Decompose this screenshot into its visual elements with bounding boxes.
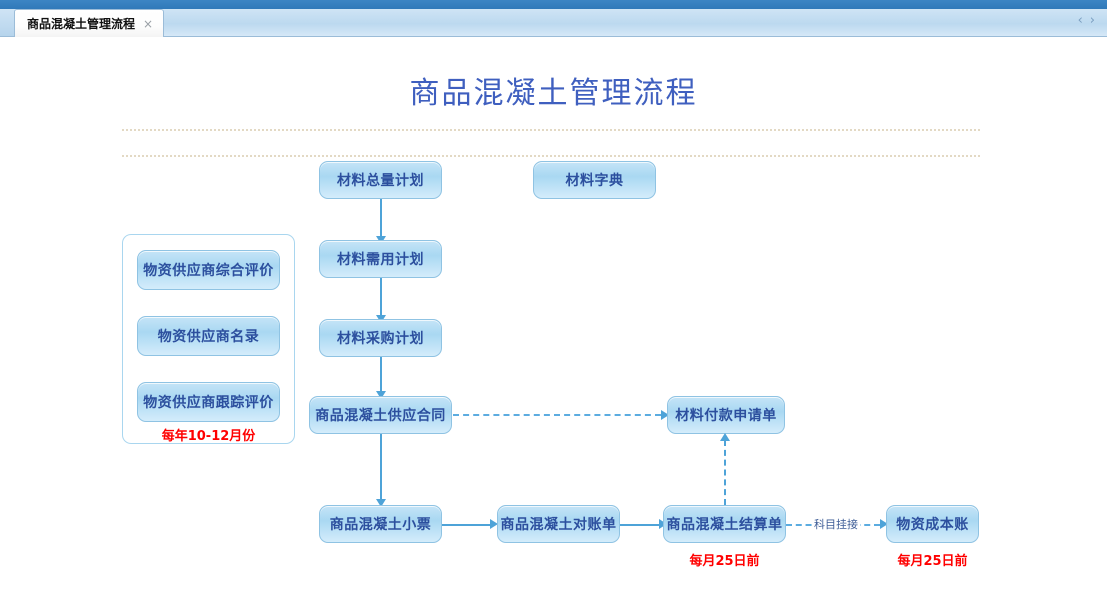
tab-strip-left-edge xyxy=(0,9,14,36)
node-label: 商品混凝土对账单 xyxy=(500,517,617,533)
diagram-canvas: 商品混凝土管理流程 物资供应商综合评价 物资供应商名录 物资供应商跟踪评价 每年… xyxy=(0,38,1107,595)
connector-reconciliation-to-settlement xyxy=(620,524,661,526)
tab-strip xyxy=(0,9,1107,37)
arrow-head-up xyxy=(720,433,730,441)
node-concrete-reconciliation[interactable]: 商品混凝土对账单 xyxy=(497,505,620,543)
connector-purchase-to-contract xyxy=(380,357,382,398)
node-label: 物资供应商跟踪评价 xyxy=(143,395,274,411)
node-concrete-settlement[interactable]: 商品混凝土结算单 xyxy=(663,505,786,543)
node-label: 材料字典 xyxy=(565,173,624,189)
node-supplier-directory[interactable]: 物资供应商名录 xyxy=(137,316,280,356)
tab-concrete-management-process[interactable]: 商品混凝土管理流程 × xyxy=(14,9,165,37)
node-material-total-plan[interactable]: 材料总量计划 xyxy=(319,161,442,199)
node-material-cost-ledger[interactable]: 物资成本账 xyxy=(886,505,979,543)
tab-label: 商品混凝土管理流程 xyxy=(27,16,136,31)
browser-chrome: 商品混凝土管理流程 × ‹ › xyxy=(0,0,1107,38)
arrow-head-down xyxy=(376,499,386,507)
note-settlement: 每月25日前 xyxy=(689,554,760,569)
arrow-head-down xyxy=(376,391,386,399)
node-label: 商品混凝土结算单 xyxy=(666,517,783,533)
connector-settlement-to-payment xyxy=(724,440,726,505)
connector-demand-to-purchase xyxy=(380,278,382,323)
connector-total-to-demand xyxy=(380,199,382,244)
tab-nav-arrows: ‹ › xyxy=(1078,14,1095,27)
node-label: 商品混凝土供应合同 xyxy=(315,408,446,424)
node-material-purchase-plan[interactable]: 材料采购计划 xyxy=(319,319,442,357)
connector-ticket-to-reconciliation xyxy=(442,524,490,526)
note-supplier-panel: 每年10-12月份 xyxy=(161,429,256,444)
node-supplier-overall-eval[interactable]: 物资供应商综合评价 xyxy=(137,250,280,290)
node-label: 商品混凝土小票 xyxy=(329,517,432,533)
connector-contract-to-payment xyxy=(453,414,661,416)
node-material-dictionary[interactable]: 材料字典 xyxy=(533,161,656,199)
arrow-head-right xyxy=(661,410,669,420)
chevron-left-icon[interactable]: ‹ xyxy=(1077,13,1083,28)
node-material-payment-request[interactable]: 材料付款申请单 xyxy=(667,396,785,434)
edge-label-account-link: 科目挂接 xyxy=(812,516,860,532)
node-label: 物资成本账 xyxy=(896,517,969,533)
node-label: 材料需用计划 xyxy=(337,252,424,268)
node-concrete-ticket[interactable]: 商品混凝土小票 xyxy=(319,505,442,543)
arrow-head-right xyxy=(490,519,498,529)
note-cost-ledger: 每月25日前 xyxy=(897,554,968,569)
window-title-bar xyxy=(0,0,1107,9)
arrow-head-right xyxy=(880,519,888,529)
node-supplier-tracking-eval[interactable]: 物资供应商跟踪评价 xyxy=(137,382,280,422)
chevron-right-icon[interactable]: › xyxy=(1089,13,1095,28)
node-label: 物资供应商综合评价 xyxy=(143,263,274,279)
node-label: 物资供应商名录 xyxy=(157,329,260,345)
node-label: 材料付款申请单 xyxy=(675,408,777,424)
connector-contract-to-ticket xyxy=(380,434,382,506)
node-concrete-supply-contract[interactable]: 商品混凝土供应合同 xyxy=(309,396,452,434)
page-title: 商品混凝土管理流程 xyxy=(409,76,698,111)
node-label: 材料采购计划 xyxy=(337,331,424,347)
divider-rule-bottom xyxy=(122,155,980,157)
node-material-demand-plan[interactable]: 材料需用计划 xyxy=(319,240,442,278)
node-label: 材料总量计划 xyxy=(337,173,424,189)
divider-rule-top xyxy=(122,129,980,131)
close-icon[interactable]: × xyxy=(143,16,154,31)
